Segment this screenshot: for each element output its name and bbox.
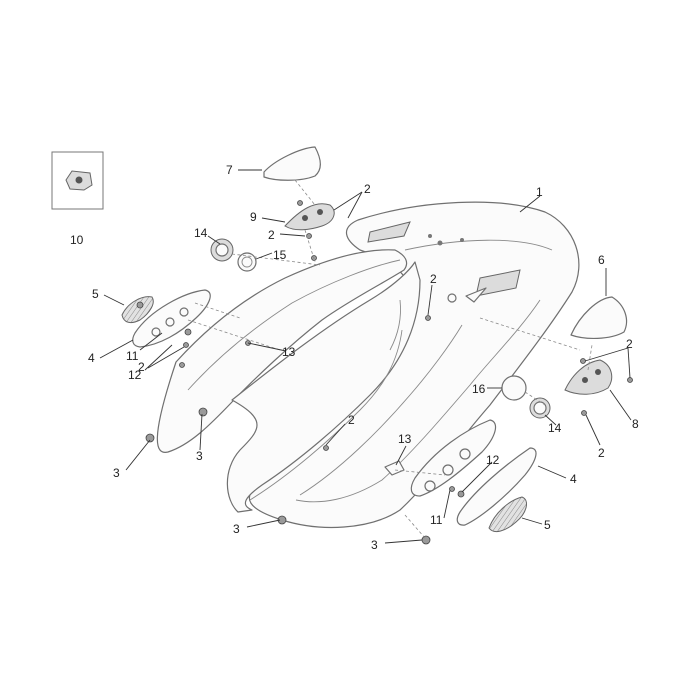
callout-16: 16 xyxy=(472,382,486,396)
callout-11: 11 xyxy=(126,349,139,363)
callout-4: 4 xyxy=(88,351,95,365)
part-7-cover-cap xyxy=(263,146,321,181)
callout-8: 8 xyxy=(632,417,639,431)
callout-2: 2 xyxy=(364,182,371,196)
callout-5: 5 xyxy=(544,518,551,532)
part-6-cover-cap-right xyxy=(570,296,628,339)
callout-7: 7 xyxy=(226,163,233,177)
part-14-reflector-left xyxy=(210,238,234,262)
part-1-rear-body xyxy=(248,201,580,529)
callout-9: 9 xyxy=(250,210,257,224)
callout-3: 3 xyxy=(233,522,240,536)
callout-13: 13 xyxy=(398,432,412,446)
callout-12: 12 xyxy=(486,453,500,467)
callout-2: 2 xyxy=(598,446,605,460)
callout-2: 2 xyxy=(268,228,275,242)
part-4-light-housing-left xyxy=(132,289,211,348)
callout-3: 3 xyxy=(371,538,378,552)
part-13-fitting-lower xyxy=(384,460,405,476)
part-9-bracket xyxy=(284,203,335,231)
callout-2: 2 xyxy=(348,413,355,427)
callout-11: 11 xyxy=(430,513,443,527)
callout-2: 2 xyxy=(138,360,145,374)
callout-5: 5 xyxy=(92,287,99,301)
part-10-clip-nut-inset xyxy=(51,151,104,210)
assembly-lines xyxy=(187,179,593,539)
part-15-gasket xyxy=(237,252,257,272)
callout-3: 3 xyxy=(196,449,203,463)
part-16-reflector xyxy=(501,375,527,401)
callout-14: 14 xyxy=(194,226,208,240)
callout-15: 15 xyxy=(273,248,287,262)
callout-2: 2 xyxy=(626,337,633,351)
callout-14: 14 xyxy=(548,421,562,435)
callout-2: 2 xyxy=(430,272,437,286)
callout-3: 3 xyxy=(113,466,120,480)
callout-13: 13 xyxy=(282,345,296,359)
part-14-reflector-right xyxy=(529,397,551,419)
part-5-lens-left xyxy=(121,296,154,324)
callout-4: 4 xyxy=(570,472,577,486)
left-side-panel xyxy=(156,249,421,513)
leader-lines xyxy=(99,169,632,544)
callout-6: 6 xyxy=(598,253,605,267)
fasteners xyxy=(136,200,633,545)
callout-1: 1 xyxy=(536,185,543,199)
callout-12: 12 xyxy=(128,368,142,382)
callout-labels: 1 2 2 2 2 2 2 2 3 3 3 3 4 4 5 5 6 7 8 9 … xyxy=(70,163,639,552)
part-8-bracket-right xyxy=(564,359,613,395)
part-4-light-housing-right xyxy=(410,419,537,526)
part-5-lens-right xyxy=(488,496,528,533)
callout-10: 10 xyxy=(70,233,84,247)
